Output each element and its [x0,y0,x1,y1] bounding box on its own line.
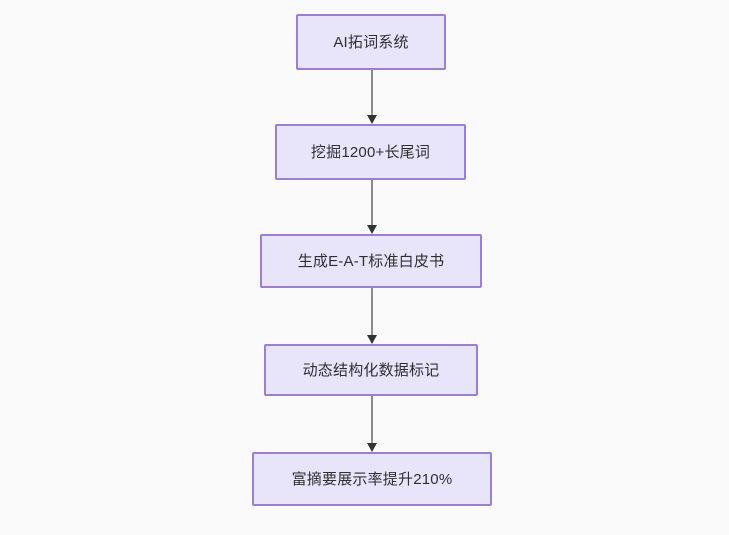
flow-node-label: 富摘要展示率提升210% [291,470,453,488]
arrowhead-icon [367,225,377,234]
arrowhead-icon [367,443,377,452]
flow-node-label: 挖掘1200+长尾词 [310,143,431,161]
flow-node-label: 生成E-A-T标准白皮书 [297,252,445,270]
arrowhead-icon [367,115,377,124]
flow-node-dynamic-structured-data[interactable]: 动态结构化数据标记 [264,344,478,396]
flow-node-ai-keyword-system[interactable]: AI拓词系统 [296,14,446,70]
edge-line [371,288,373,336]
edge-line [371,70,373,116]
edge-line [371,180,373,226]
arrowhead-icon [367,335,377,344]
flow-node-mine-longtail-keywords[interactable]: 挖掘1200+长尾词 [275,124,466,180]
flow-node-label: 动态结构化数据标记 [302,361,440,379]
edge-line [371,396,373,444]
flow-node-label: AI拓词系统 [333,33,409,51]
flow-node-rich-snippet-uplift[interactable]: 富摘要展示率提升210% [252,452,492,506]
flow-node-generate-eat-whitepaper[interactable]: 生成E-A-T标准白皮书 [260,234,482,288]
